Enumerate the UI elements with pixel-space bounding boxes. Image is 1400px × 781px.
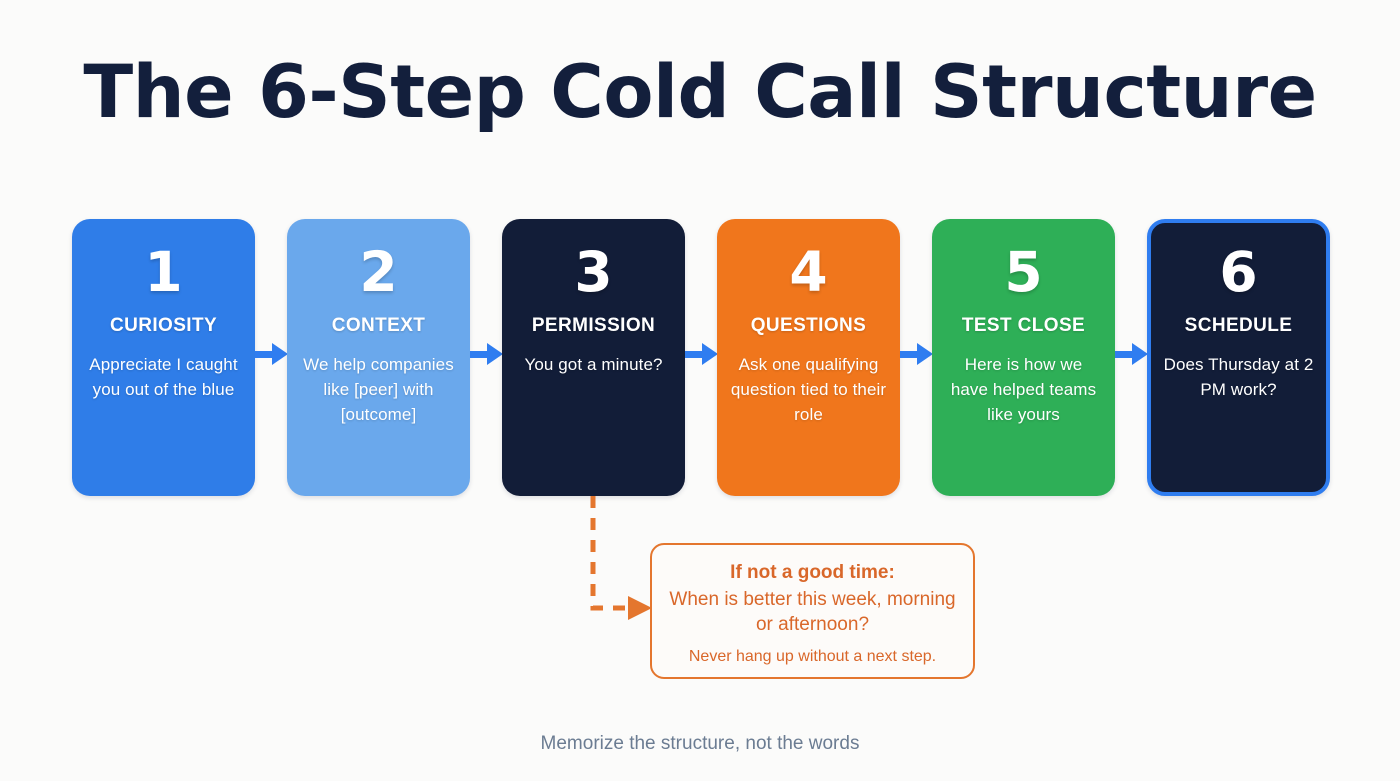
footer-note: Memorize the structure, not the words <box>540 733 860 754</box>
step-connector-arrow-3 <box>685 219 718 496</box>
objection-callout: If not a good time: When is better this … <box>650 543 975 679</box>
step-label: CURIOSITY <box>109 315 218 336</box>
step-label: SCHEDULE <box>1184 315 1293 336</box>
callout-heading: If not a good time: <box>730 562 895 583</box>
step-number: 1 <box>144 240 183 304</box>
step-description: Ask one qualifying question tied to thei… <box>730 354 887 424</box>
step-number: 4 <box>789 240 828 304</box>
step-number: 3 <box>574 240 613 304</box>
step-description: Appreciate I caught you out of the blue <box>89 354 238 399</box>
step-label: CONTEXT <box>331 315 426 336</box>
step-connector-arrow-5 <box>1115 219 1148 496</box>
step-number: 5 <box>1004 240 1043 304</box>
step-connector-arrow-1 <box>255 219 288 496</box>
step-number: 2 <box>359 240 398 304</box>
step-description: Does Thursday at 2 PM work? <box>1163 354 1314 399</box>
page-title: The 6-Step Cold Call Structure <box>83 50 1317 135</box>
step-connector-arrow-2 <box>470 219 503 496</box>
step-connector-arrow-4 <box>900 219 933 496</box>
step-number: 6 <box>1219 240 1258 304</box>
step-label: TEST CLOSE <box>961 315 1086 336</box>
step-label: PERMISSION <box>531 315 656 336</box>
step-description: Here is how we have helped teams like yo… <box>950 354 1097 424</box>
callout-note: Never hang up without a next step. <box>688 647 937 665</box>
callout-body: When is better this week, morning or aft… <box>669 588 956 635</box>
step-description: You got a minute? <box>524 354 663 374</box>
step-description: We help companies like [peer] with [outc… <box>303 354 454 424</box>
step-label: QUESTIONS <box>750 315 867 336</box>
